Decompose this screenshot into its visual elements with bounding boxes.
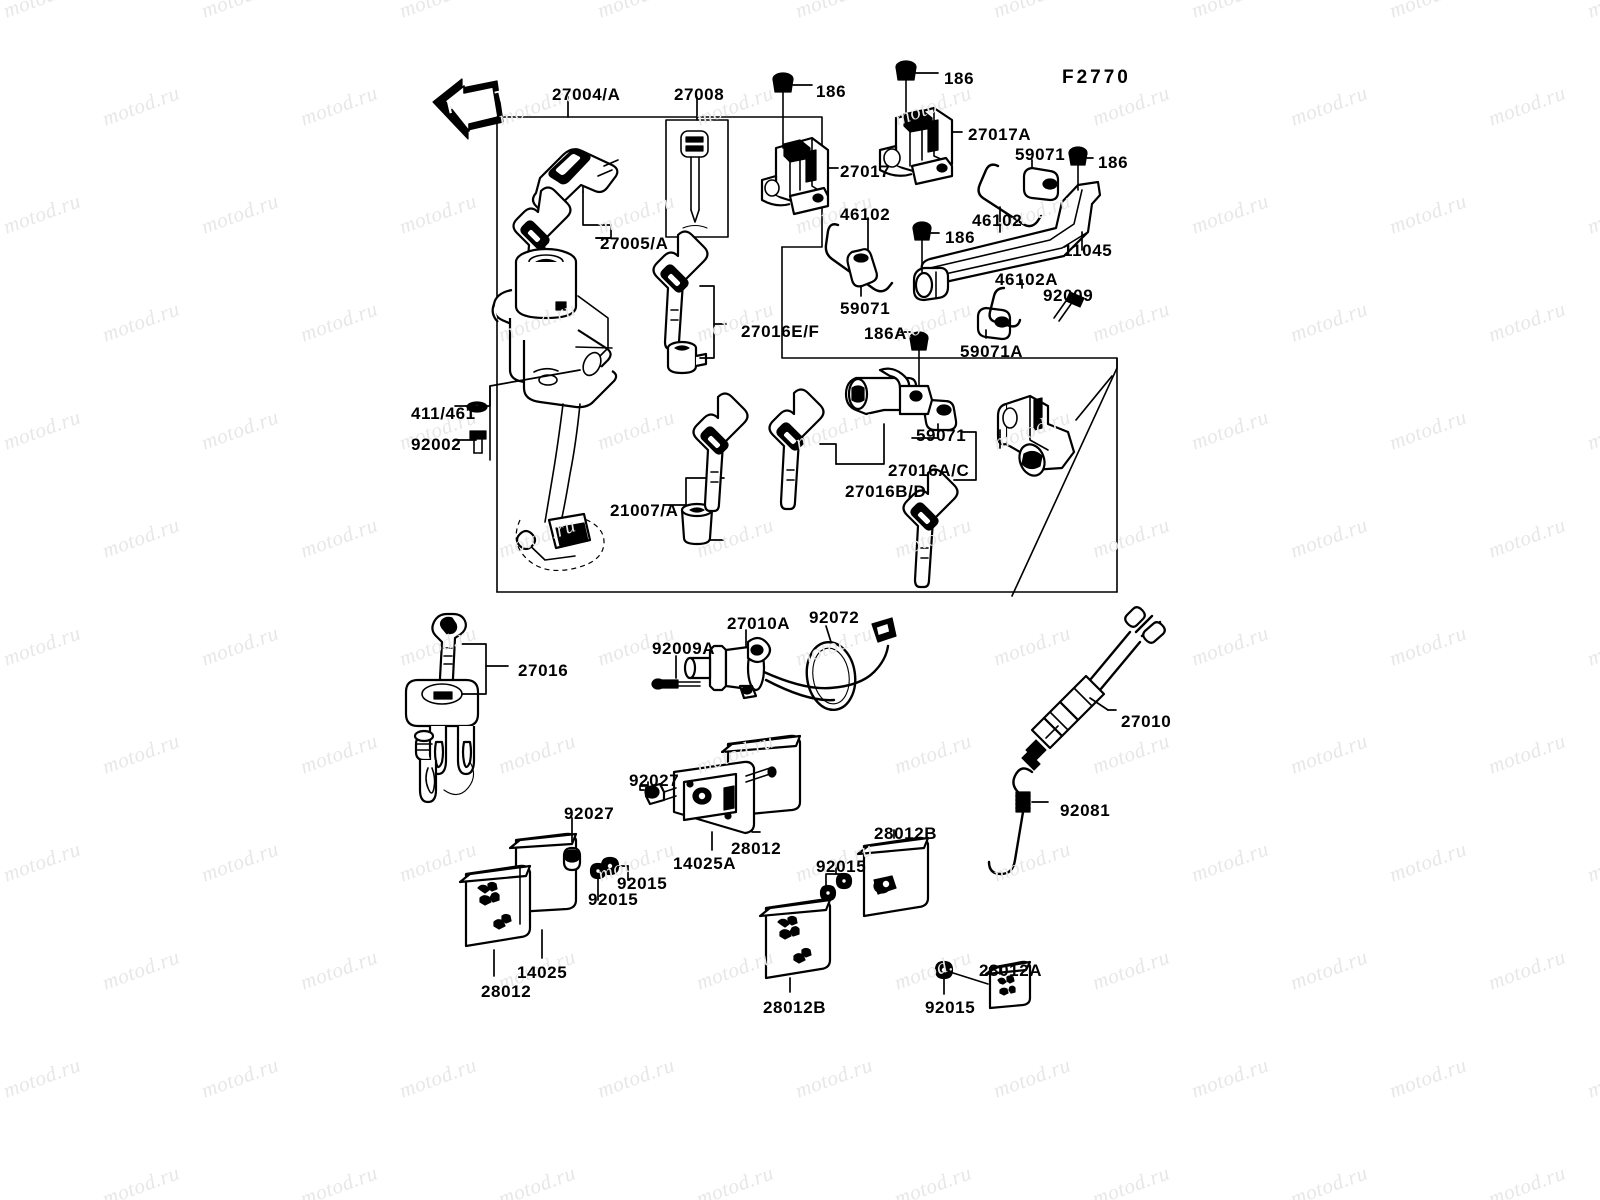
part-number-label: 186 xyxy=(944,69,975,88)
spring-92081 xyxy=(987,767,1049,876)
part-number-label: 27005/A xyxy=(600,234,669,253)
part-number-label: 27017A xyxy=(968,125,1032,144)
part-number-label: 21007/A xyxy=(610,501,679,520)
part-number-label: 92015 xyxy=(816,857,867,876)
part-number-label: 27010 xyxy=(1121,712,1172,731)
part-number-label: 14025 xyxy=(517,963,568,982)
reflector-28012b-pair xyxy=(758,829,930,993)
part-number-label: 59071 xyxy=(916,426,967,445)
screw-92009a xyxy=(651,655,701,690)
switch-housing-27017 xyxy=(760,72,839,216)
part-number-label: 11045 xyxy=(1063,241,1113,260)
clamp-59071-b xyxy=(1022,159,1060,202)
lock-27016ef xyxy=(652,230,727,375)
part-number-label: 28012B xyxy=(874,824,938,843)
part-number-label: 186 xyxy=(816,82,847,101)
part-number-label: 92015 xyxy=(588,890,639,909)
part-number-label: 186 xyxy=(1098,153,1129,172)
bracket-11045 xyxy=(912,180,1102,302)
part-number-label: 28012A xyxy=(979,961,1043,980)
clamp-59071-a xyxy=(846,248,878,297)
diagram-code: F2770 xyxy=(1062,67,1131,88)
clamp-59071-c xyxy=(911,398,958,439)
part-number-label: 92002 xyxy=(411,435,462,454)
part-number-label: 27016A/C xyxy=(888,461,970,480)
wire-46102-right xyxy=(977,163,1043,233)
screw-92009 xyxy=(1053,291,1085,322)
bolt-186-b xyxy=(895,60,939,119)
ignition-switch-27005 xyxy=(454,237,618,571)
part-number-label: 28012 xyxy=(481,982,532,1001)
washer-411-461 xyxy=(466,401,488,413)
lock-27016ac xyxy=(996,375,1113,477)
part-number-label: 92009 xyxy=(1043,286,1094,305)
part-number-label: 27010A xyxy=(727,614,791,633)
reflector-assembly-14025 xyxy=(458,817,607,977)
bolt-186a xyxy=(897,331,929,389)
part-number-label: 46102A xyxy=(995,270,1059,289)
switch-housing-27017a xyxy=(878,60,963,186)
cable-27010 xyxy=(1021,606,1166,771)
lock-27016bd xyxy=(835,367,934,465)
seat-lock-27010a xyxy=(683,617,897,712)
part-number-label: 27016 xyxy=(518,661,569,680)
part-number-label: 27016B/D xyxy=(845,482,927,501)
part-number-label: 92027 xyxy=(629,771,680,790)
part-number-label: 186A xyxy=(864,324,908,343)
part-number-label: 14025A xyxy=(673,854,737,873)
bolt-186-d xyxy=(912,221,940,273)
part-number-label: 92009A xyxy=(652,639,716,658)
part-number-label: 92081 xyxy=(1060,801,1111,820)
part-number-label: 186 xyxy=(945,228,976,247)
wire-46102-left xyxy=(824,217,894,293)
key-27016bd-2 xyxy=(768,388,837,511)
part-number-label: 28012 xyxy=(731,839,782,858)
part-number-label: 411/461 xyxy=(411,404,476,423)
bolt-186-c xyxy=(1068,146,1094,191)
part-number-label: 27008 xyxy=(674,85,725,104)
key-cover-27016 xyxy=(404,612,509,804)
front-direction-arrow xyxy=(432,78,504,140)
clamp-59071a xyxy=(976,306,1012,341)
part-number-label: 46102 xyxy=(840,205,891,224)
part-number-label: 92027 xyxy=(564,804,615,823)
part-number-label: 59071 xyxy=(1015,145,1066,164)
part-number-label: 92072 xyxy=(809,608,860,627)
reflector-assembly-14025a xyxy=(600,734,802,881)
part-number-label: 46102 xyxy=(972,211,1023,230)
part-number-label: 92015 xyxy=(617,874,668,893)
part-number-label: 27004/A xyxy=(552,85,621,104)
key-27016ac xyxy=(902,431,977,589)
part-number-label: 28012B xyxy=(763,998,827,1017)
key-blank-card-27008 xyxy=(665,119,729,238)
reflector-28012a xyxy=(934,960,1032,1010)
wire-46102a xyxy=(988,279,1023,328)
screw-92002 xyxy=(469,430,487,454)
part-number-label: 59071A xyxy=(960,342,1024,361)
part-number-label: 27017 xyxy=(840,162,891,181)
part-number-label: 27016E/F xyxy=(741,322,820,341)
part-number-label: 92015 xyxy=(925,998,976,1017)
bolt-186-a xyxy=(772,72,813,149)
key-27016bd-1 xyxy=(692,392,749,513)
rotor-21007 xyxy=(663,477,725,546)
part-number-label: 59071 xyxy=(840,299,891,318)
